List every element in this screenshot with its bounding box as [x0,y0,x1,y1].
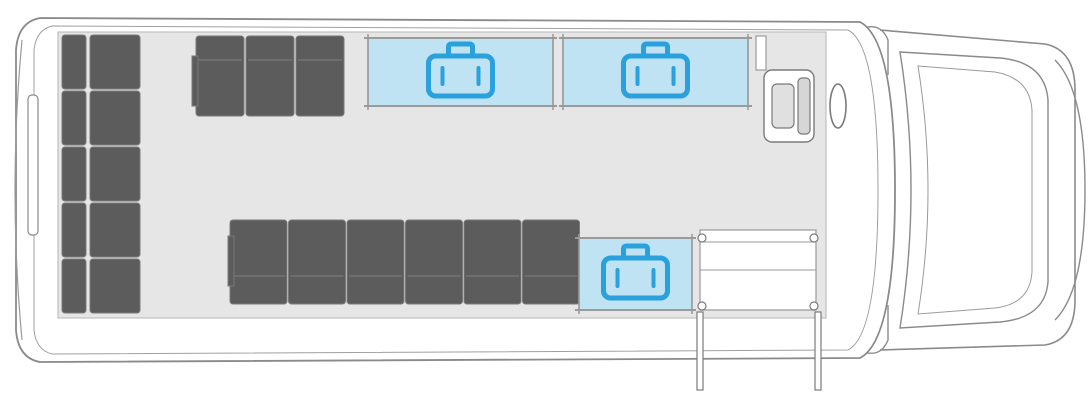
rear-seat [61,34,87,90]
suitcase-body [621,53,690,99]
door-post-4 [809,301,819,311]
left-seat [245,35,295,117]
rear-seat [89,202,141,258]
door-post-1 [697,233,707,243]
windshield [899,51,1049,329]
rear-seat [61,90,87,146]
left-seat [195,35,245,117]
right-seat [288,219,346,305]
suitcase-icon [621,41,690,99]
rear-window-strip [27,94,39,236]
right-seat-armrest [227,235,235,287]
steering-wheel [829,83,847,129]
luggage-rack-front-left [364,34,557,110]
rear-bumper [14,39,23,341]
windshield-inner [917,65,1033,315]
suitcase-icon [601,243,670,301]
suitcase-icon [426,41,495,99]
rear-seat [89,90,141,146]
rear-seat [61,146,87,202]
partition [755,35,767,71]
suitcase-handle [621,243,650,258]
front-bumper [1054,59,1086,321]
driver-seat-back [797,77,811,135]
rear-seat [61,258,87,314]
suitcase-handle [641,41,670,56]
door-post-3 [697,301,707,311]
right-seat [346,219,405,305]
door-panel-rear [696,311,704,391]
driver-seat [755,35,847,143]
front-cab [857,26,1086,354]
door-panel-front [814,311,822,391]
rear-seat [61,202,87,258]
right-seat [522,219,580,305]
door-post-2 [809,233,819,243]
luggage-rack-right [575,234,696,314]
left-seat-armrest [191,55,199,107]
rear-seat [89,34,141,90]
suitcase-body [601,255,670,301]
right-seat [405,219,463,305]
rear-seat [89,258,141,314]
body-inner-wall [33,25,879,355]
driver-seat-cushion [771,83,795,129]
right-side-seats [227,219,580,305]
right-seat [463,219,522,305]
rear-bench [61,34,141,314]
luggage-areas [364,34,752,314]
left-seat [295,35,345,117]
door-entry [696,229,822,391]
left-side-seats [191,35,345,117]
suitcase-body [426,53,495,99]
luggage-rack-rear-left [559,34,752,110]
rear-seat [89,146,141,202]
suitcase-handle [446,41,475,56]
right-seat [229,219,288,305]
